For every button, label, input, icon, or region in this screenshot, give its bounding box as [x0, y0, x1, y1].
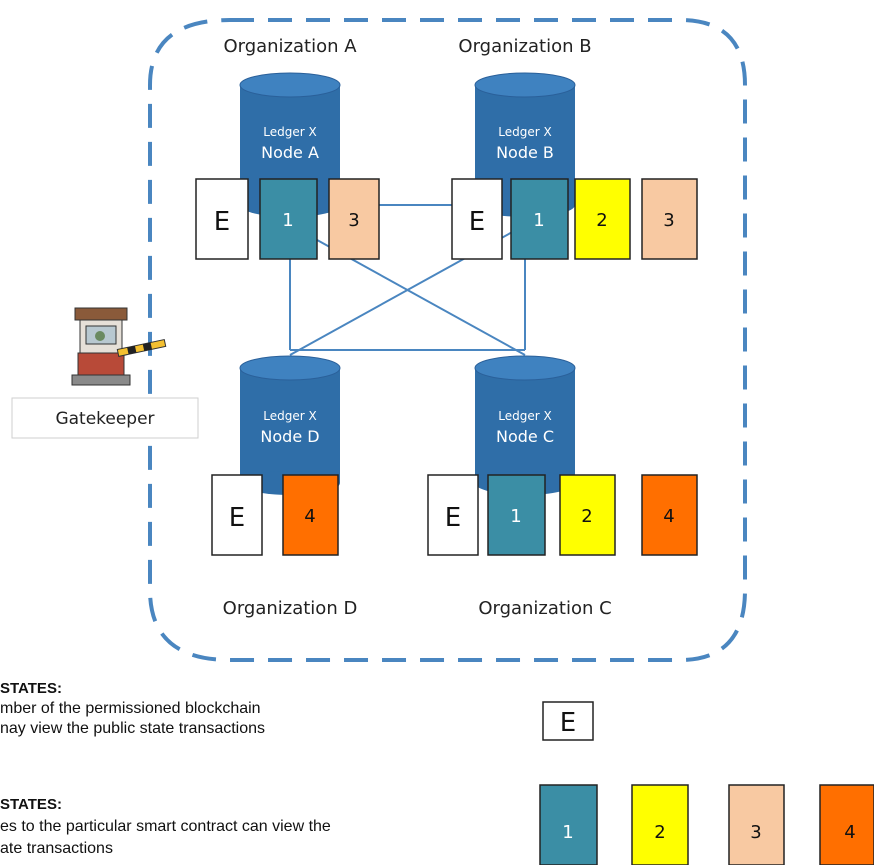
gatekeeper-label: Gatekeeper — [55, 409, 154, 429]
legend-swatches: E 1 2 3 4 — [539, 701, 874, 865]
public-state-label: E — [229, 503, 245, 533]
node-label-b: Node B — [496, 143, 554, 162]
legend-public-state-label: E — [560, 708, 576, 738]
org-label-b: Organization B — [458, 36, 591, 57]
tx-4-label: 4 — [663, 506, 674, 527]
public-state-box — [211, 474, 263, 556]
org-label-c: Organization C — [478, 598, 611, 619]
tx-2-box — [574, 178, 631, 260]
ledger-label-c: Ledger X — [498, 409, 551, 423]
org-label-d: Organization D — [223, 598, 358, 619]
legend-tx-1-swatch — [539, 784, 598, 865]
public-state-label: E — [214, 207, 230, 237]
tx-1-box — [510, 178, 569, 260]
legend-tx-4-label: 4 — [844, 822, 855, 843]
ledger-label-d: Ledger X — [263, 409, 316, 423]
gatekeeper-booth-icon — [71, 307, 167, 386]
org-label-a: Organization A — [223, 36, 357, 57]
public-state-label: E — [445, 503, 461, 533]
node-a-transactions: E 1 3 — [195, 178, 380, 260]
tx-1-label: 1 — [282, 210, 293, 231]
legend-public-line-2: nay view the public state transactions — [0, 720, 266, 737]
legend-private-line-1: es to the particular smart contract can … — [0, 818, 331, 835]
ledger-cylinder-c: Ledger X Node C — [474, 355, 576, 495]
ledger-label-b: Ledger X — [498, 125, 551, 139]
legend-public-line-1: mber of the permissioned blockchain — [0, 700, 261, 717]
ledger-cylinder-d: Ledger X Node D — [239, 355, 341, 495]
public-state-label: E — [469, 207, 485, 237]
node-c-transactions: E 1 2 4 — [427, 474, 698, 556]
tx-4-label: 4 — [304, 506, 315, 527]
tx-1-label: 1 — [510, 506, 521, 527]
legend-tx-3-label: 3 — [750, 822, 761, 843]
public-state-box — [195, 178, 249, 260]
gatekeeper-label-box — [11, 397, 199, 439]
node-label-a: Node A — [261, 143, 319, 162]
legend-tx-3-swatch — [728, 784, 785, 865]
node-label-d: Node D — [260, 427, 319, 446]
legend-public-heading: STATES: — [0, 680, 62, 697]
tx-2-box — [559, 474, 616, 556]
ledger-label-a: Ledger X — [263, 125, 316, 139]
tx-1-box — [259, 178, 318, 260]
tx-2-label: 2 — [581, 506, 592, 527]
node-b-transactions: E 1 2 3 — [451, 178, 698, 260]
legend-private-line-2: ate transactions — [0, 840, 113, 857]
tx-4-box — [282, 474, 339, 556]
legend-public-state-swatch — [542, 701, 594, 741]
tx-3-box — [641, 178, 698, 260]
node-d-transactions: E 4 — [211, 474, 339, 556]
tx-3-label: 3 — [663, 210, 674, 231]
legend-tx-2-swatch — [631, 784, 689, 865]
legend-private-heading: STATES: — [0, 796, 62, 813]
tx-3-label: 3 — [348, 210, 359, 231]
tx-3-box — [328, 178, 380, 260]
node-label-c: Node C — [496, 427, 554, 446]
legend-tx-1-label: 1 — [562, 822, 573, 843]
tx-4-box — [641, 474, 698, 556]
tx-1-label: 1 — [533, 210, 544, 231]
tx-1-box — [487, 474, 546, 556]
permissioned-network-boundary — [148, 18, 747, 662]
public-state-box — [427, 474, 479, 556]
legend-tx-4-swatch — [819, 784, 874, 865]
public-state-box — [451, 178, 503, 260]
tx-2-label: 2 — [596, 210, 607, 231]
legend-tx-2-label: 2 — [654, 822, 665, 843]
